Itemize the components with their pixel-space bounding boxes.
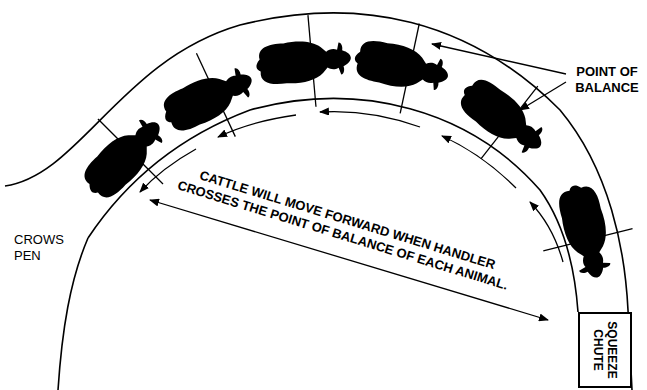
cow-silhouette: [146, 37, 271, 160]
crowd-pen-wall: [58, 238, 88, 390]
pen-label: CROWS PEN: [14, 232, 84, 264]
chute-label: SQUEEZE CHUTE: [591, 318, 619, 382]
outer-wall: [5, 13, 632, 390]
balance-tick: [98, 119, 163, 184]
cow-silhouette: [530, 174, 642, 288]
flow-arrow: [442, 136, 516, 188]
balance-tick: [196, 53, 235, 136]
flow-arrow: [530, 202, 563, 262]
cattle-group: [59, 12, 642, 289]
balance-tick: [308, 15, 316, 107]
cow-silhouette: [437, 52, 568, 183]
cow-silhouette: [252, 12, 354, 112]
leader-line: [520, 82, 566, 110]
cow-silhouette: [346, 12, 458, 122]
point-of-balance-label: POINT OF BALANCE: [570, 64, 644, 96]
balance-tick: [481, 86, 538, 158]
handler-note: CATTLE WILL MOVE FORWARD WHEN HANDLER CR…: [172, 161, 518, 295]
balance-tick: [400, 24, 419, 114]
flow-arrow: [320, 112, 420, 127]
leader-line: [432, 44, 566, 74]
balance-tick: [543, 229, 632, 251]
squeeze-chute-box: SQUEEZE CHUTE: [578, 312, 632, 388]
